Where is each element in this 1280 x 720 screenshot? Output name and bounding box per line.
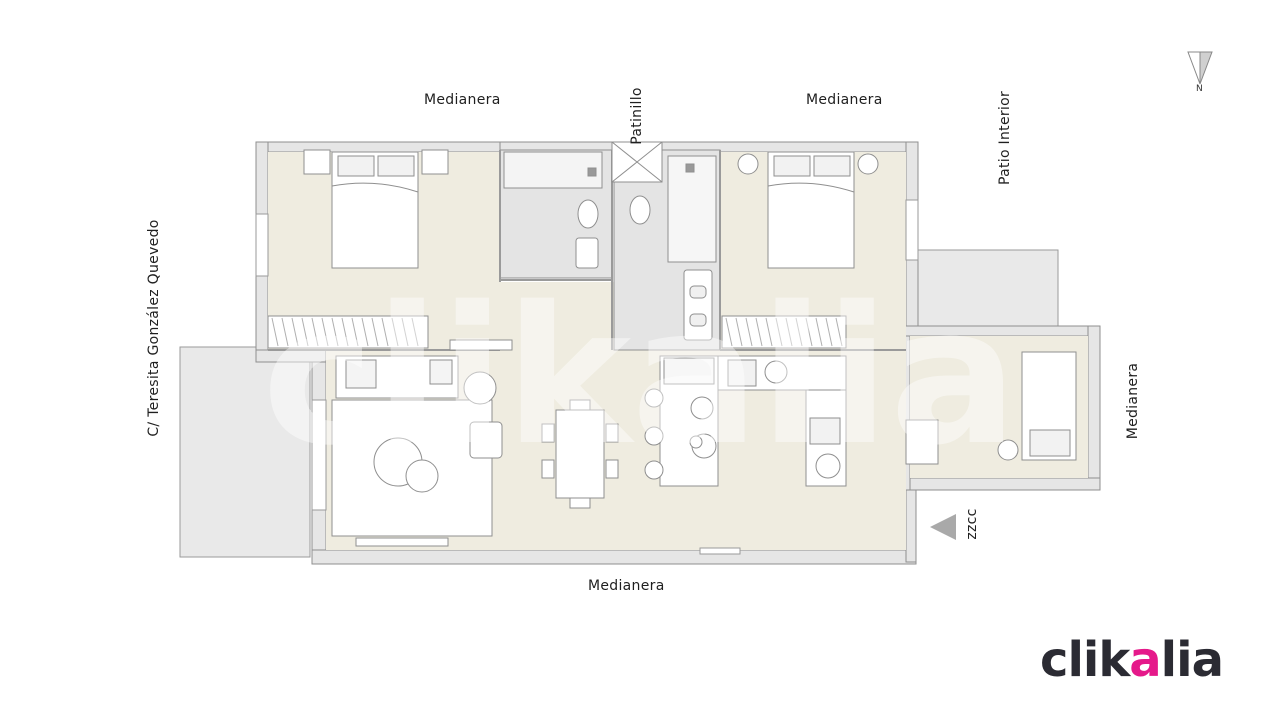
shower-1: [503, 151, 603, 189]
label-medianera-top-right: Medianera: [806, 92, 883, 108]
label-medianera-bottom: Medianera: [588, 578, 665, 594]
coffee-table-2: [405, 459, 439, 493]
patio-interior-area: [917, 249, 1059, 331]
watermark: clikalia: [262, 266, 1018, 487]
armchair: [469, 421, 503, 459]
bedroom-3-furniture: [905, 351, 1077, 465]
bedroom-2-furniture: [721, 151, 879, 349]
clikalia-logo: clikalia: [1040, 636, 1224, 684]
terrace-left: [179, 346, 311, 558]
logo-accent-letter: a: [1129, 632, 1161, 688]
stool-2: [644, 426, 664, 446]
bathtub-2: [667, 155, 717, 263]
label-zzcc: zzcc: [964, 508, 980, 540]
bathroom-2-fixtures: [629, 163, 713, 341]
bathroom-1-fixtures: [575, 167, 599, 269]
window-marks: [255, 199, 919, 555]
kitchen-furniture: [644, 355, 847, 487]
bedroom-1-furniture: [267, 149, 449, 349]
toilet-2: [629, 195, 651, 225]
living-room-furniture: [331, 339, 513, 547]
compass-icon: [1187, 51, 1213, 85]
compass-north-label: N: [1196, 84, 1203, 94]
logo-text-part2: lia: [1160, 632, 1224, 688]
entrance-arrow-icon: [930, 514, 956, 540]
dining-furniture: [541, 399, 619, 509]
label-street: C/ Teresita González Quevedo: [146, 219, 162, 437]
patinillo-shaft: [611, 141, 663, 183]
label-patinillo: Patinillo: [629, 87, 645, 145]
toilet-1: [577, 199, 599, 229]
sink-1: [575, 237, 599, 269]
stool-1: [644, 388, 664, 408]
label-medianera-right: Medianera: [1125, 362, 1141, 440]
logo-text-part1: clik: [1040, 632, 1130, 688]
side-table: [463, 371, 497, 405]
desk: [905, 419, 939, 465]
label-medianera-top-left: Medianera: [424, 92, 501, 108]
label-patio-interior: Patio Interior: [997, 90, 1013, 186]
stool-3: [644, 460, 664, 480]
tv-unit: [355, 537, 449, 547]
wardrobe-2: [721, 315, 847, 349]
